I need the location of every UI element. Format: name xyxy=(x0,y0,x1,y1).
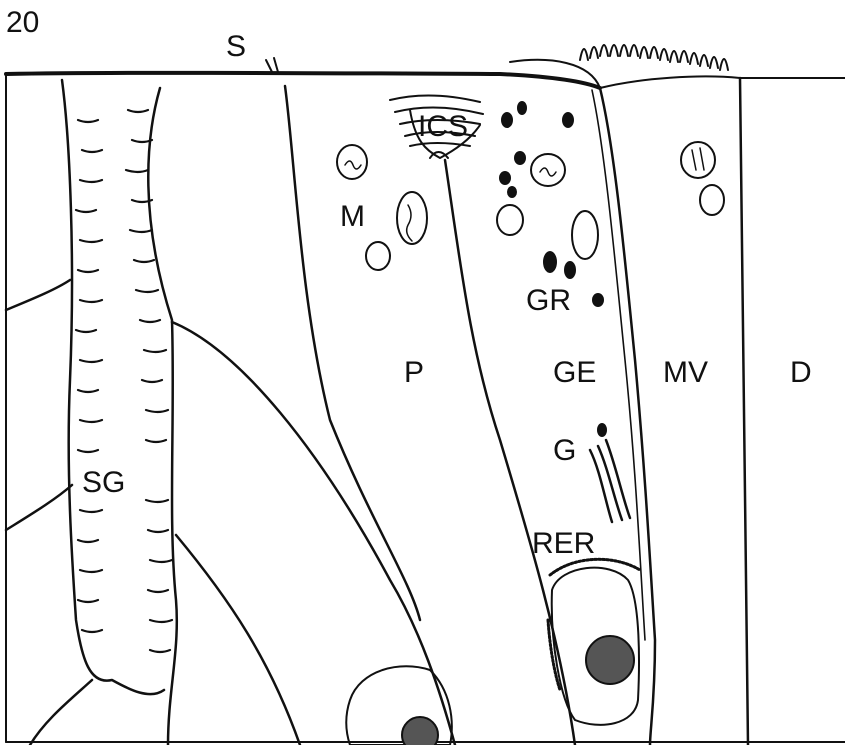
label-sg: SG xyxy=(82,466,125,499)
label-p: P xyxy=(404,356,424,389)
boundary-p-right xyxy=(285,86,420,620)
label-mv: MV xyxy=(663,356,708,389)
golgi xyxy=(590,440,630,522)
boundary-left-cells-1 xyxy=(6,280,70,310)
microvilli xyxy=(580,45,728,70)
mitochondria xyxy=(337,142,724,270)
nucleus-p xyxy=(346,666,452,745)
label-rer: RER xyxy=(532,527,595,560)
boundary-p-left-inner xyxy=(176,535,300,745)
label-s: S xyxy=(226,30,246,63)
figure-number: 20 xyxy=(6,6,39,39)
boundary-left-cells-3 xyxy=(30,680,92,745)
sg-membrane-folds xyxy=(76,110,172,652)
label-m: M xyxy=(340,200,365,233)
labels: 20 S ICS M GR P GE MV D G SG RER xyxy=(6,6,812,560)
label-ics: ICS xyxy=(418,110,468,143)
label-gr: GR xyxy=(526,284,571,317)
apical-surface-line xyxy=(6,73,600,88)
label-ge: GE xyxy=(553,356,596,389)
mv-apical-curve xyxy=(510,60,740,88)
boundary-left-cells-2 xyxy=(6,485,72,530)
nucleus-ge xyxy=(552,568,639,725)
boundary-mv-right xyxy=(740,78,748,745)
label-d: D xyxy=(790,356,812,389)
cell-drawing xyxy=(6,45,845,745)
boundary-ge-right-inner xyxy=(592,90,645,640)
boundary-sg-right xyxy=(148,88,177,745)
label-g: G xyxy=(553,434,576,467)
s-marker xyxy=(266,58,278,72)
